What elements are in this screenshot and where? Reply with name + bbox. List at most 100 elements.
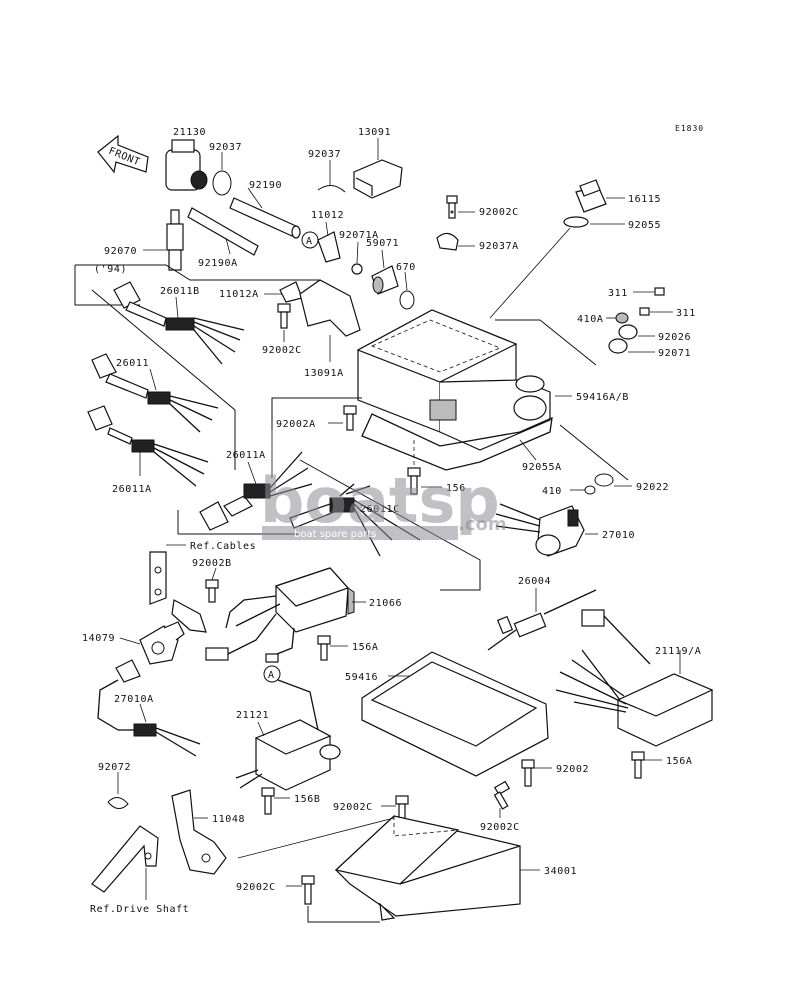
label-156B: 156B <box>294 794 320 805</box>
part-410 <box>584 485 596 495</box>
part-59416-case-base <box>361 651 549 777</box>
label-92055A: 92055A <box>522 462 562 473</box>
label-92022: 92022 <box>636 482 669 493</box>
part-92037A-clamp <box>436 232 459 251</box>
part-21119A-cdi-unit <box>555 609 714 747</box>
watermark-brand: boatsp <box>260 464 500 537</box>
part-92002C-bolt-mid <box>277 303 291 329</box>
part-156B-bolt <box>261 787 275 815</box>
label-92037: 92037 <box>308 149 341 160</box>
part-27010A-switch <box>97 659 201 757</box>
part-26011B-connector <box>113 281 245 365</box>
label-27010A: 27010A <box>114 694 154 705</box>
label-16115: 16115 <box>628 194 661 205</box>
part-92071 <box>608 338 628 354</box>
part-92002A-bolt <box>343 405 357 431</box>
part-92190-pin <box>229 197 301 239</box>
label-26011A: 26011A <box>226 450 266 461</box>
label-26011B: 26011B <box>160 286 200 297</box>
part-14079-holder <box>139 621 185 665</box>
part-156A-bolt-right <box>631 751 645 779</box>
label-a-bottom: A <box>268 670 275 681</box>
label-21066: 21066 <box>369 598 402 609</box>
part-92002-bolt <box>521 759 535 787</box>
part-92022 <box>594 473 614 487</box>
watermark-tld: .com <box>458 514 507 535</box>
part-21130-sensor <box>165 139 208 191</box>
label-26004: 26004 <box>518 576 551 587</box>
part-92037-clip <box>317 185 346 193</box>
part-59071-grommet <box>371 265 399 295</box>
label-11012A: 11012A <box>219 289 259 300</box>
part-26011A-connector-left <box>87 405 209 487</box>
label-21130: 21130 <box>173 127 206 138</box>
label-156A-right: 156A <box>666 756 692 767</box>
label-92002: 92002 <box>556 764 589 775</box>
part-26011-connector <box>91 353 219 433</box>
part-13091A-bracket <box>299 279 361 337</box>
part-drive-shaft-bracket <box>91 825 159 893</box>
part-92070-spark-plug <box>166 209 184 271</box>
watermark: boatsp .com boat spare parts <box>260 464 507 540</box>
label-21121: 21121 <box>236 710 269 721</box>
label-92071A: 92071A <box>339 230 379 241</box>
label-156A: 156A <box>352 642 378 653</box>
part-27010-switch <box>495 503 585 557</box>
part-21066-regulator <box>205 567 355 663</box>
ref-drive-shaft-label: Ref.Drive Shaft <box>90 904 189 915</box>
part-26011A-connector <box>199 451 313 531</box>
label-94: ('94) <box>94 264 127 275</box>
label-13091: 13091 <box>358 127 391 138</box>
front-arrow-icon: FRONT <box>97 134 149 174</box>
part-670-o-ring <box>399 290 415 310</box>
label-34001: 34001 <box>544 866 577 877</box>
label-410: 410 <box>542 486 562 497</box>
part-92071A <box>351 263 363 275</box>
label-410A: 410A <box>577 314 603 325</box>
diagram-code: E1830 <box>675 124 704 133</box>
label-11048: 11048 <box>212 814 245 825</box>
label-92002B: 92002B <box>192 558 232 569</box>
part-410A <box>615 312 629 324</box>
label-13091A: 13091A <box>304 368 344 379</box>
label-92026: 92026 <box>658 332 691 343</box>
part-92037-circlip <box>212 170 232 196</box>
part-26004-harness <box>487 589 597 651</box>
label-26011A-left: 26011A <box>112 484 152 495</box>
label-311-a: 311 <box>608 288 628 299</box>
label-92002C-mid: 92002C <box>262 345 302 356</box>
label-156: 156 <box>446 483 466 494</box>
label-92002A: 92002A <box>276 419 316 430</box>
part-92055-o-ring <box>563 216 589 228</box>
part-311-a <box>654 287 665 296</box>
label-92072: 92072 <box>98 762 131 773</box>
label-92002C-low: 92002C <box>333 802 373 813</box>
part-59416AB-electric-case <box>356 309 551 451</box>
label-92071: 92071 <box>658 348 691 359</box>
part-156A-bolt <box>317 635 331 661</box>
watermark-tagline: boat spare parts <box>294 529 376 540</box>
label-59416AB: 59416A/B <box>576 392 629 403</box>
label-92002C-bottom: 92002C <box>236 882 276 893</box>
part-ref-cables-bracket <box>149 551 167 605</box>
label-92055: 92055 <box>628 220 661 231</box>
label-92190A: 92190A <box>198 258 238 269</box>
label-21119A: 21119/A <box>655 646 701 657</box>
part-92002C-bolt-right <box>493 780 511 810</box>
part-13091-bracket <box>353 159 403 199</box>
label-14079: 14079 <box>82 633 115 644</box>
label-92070: 92070 <box>104 246 137 257</box>
part-311-b <box>639 307 650 316</box>
part-92190A-pin <box>187 207 259 256</box>
part-92055A-gasket <box>361 413 553 471</box>
part-11012-boot <box>317 231 341 263</box>
label-26011C: 26011C <box>360 504 400 515</box>
label-311-b: 311 <box>676 308 696 319</box>
label-59071: 59071 <box>366 238 399 249</box>
label-92002C-top: 92002C <box>479 207 519 218</box>
part-34001-bracket <box>334 815 521 921</box>
label-92190: 92190 <box>249 180 282 191</box>
part-11012A <box>279 281 303 303</box>
label-27010: 27010 <box>602 530 635 541</box>
